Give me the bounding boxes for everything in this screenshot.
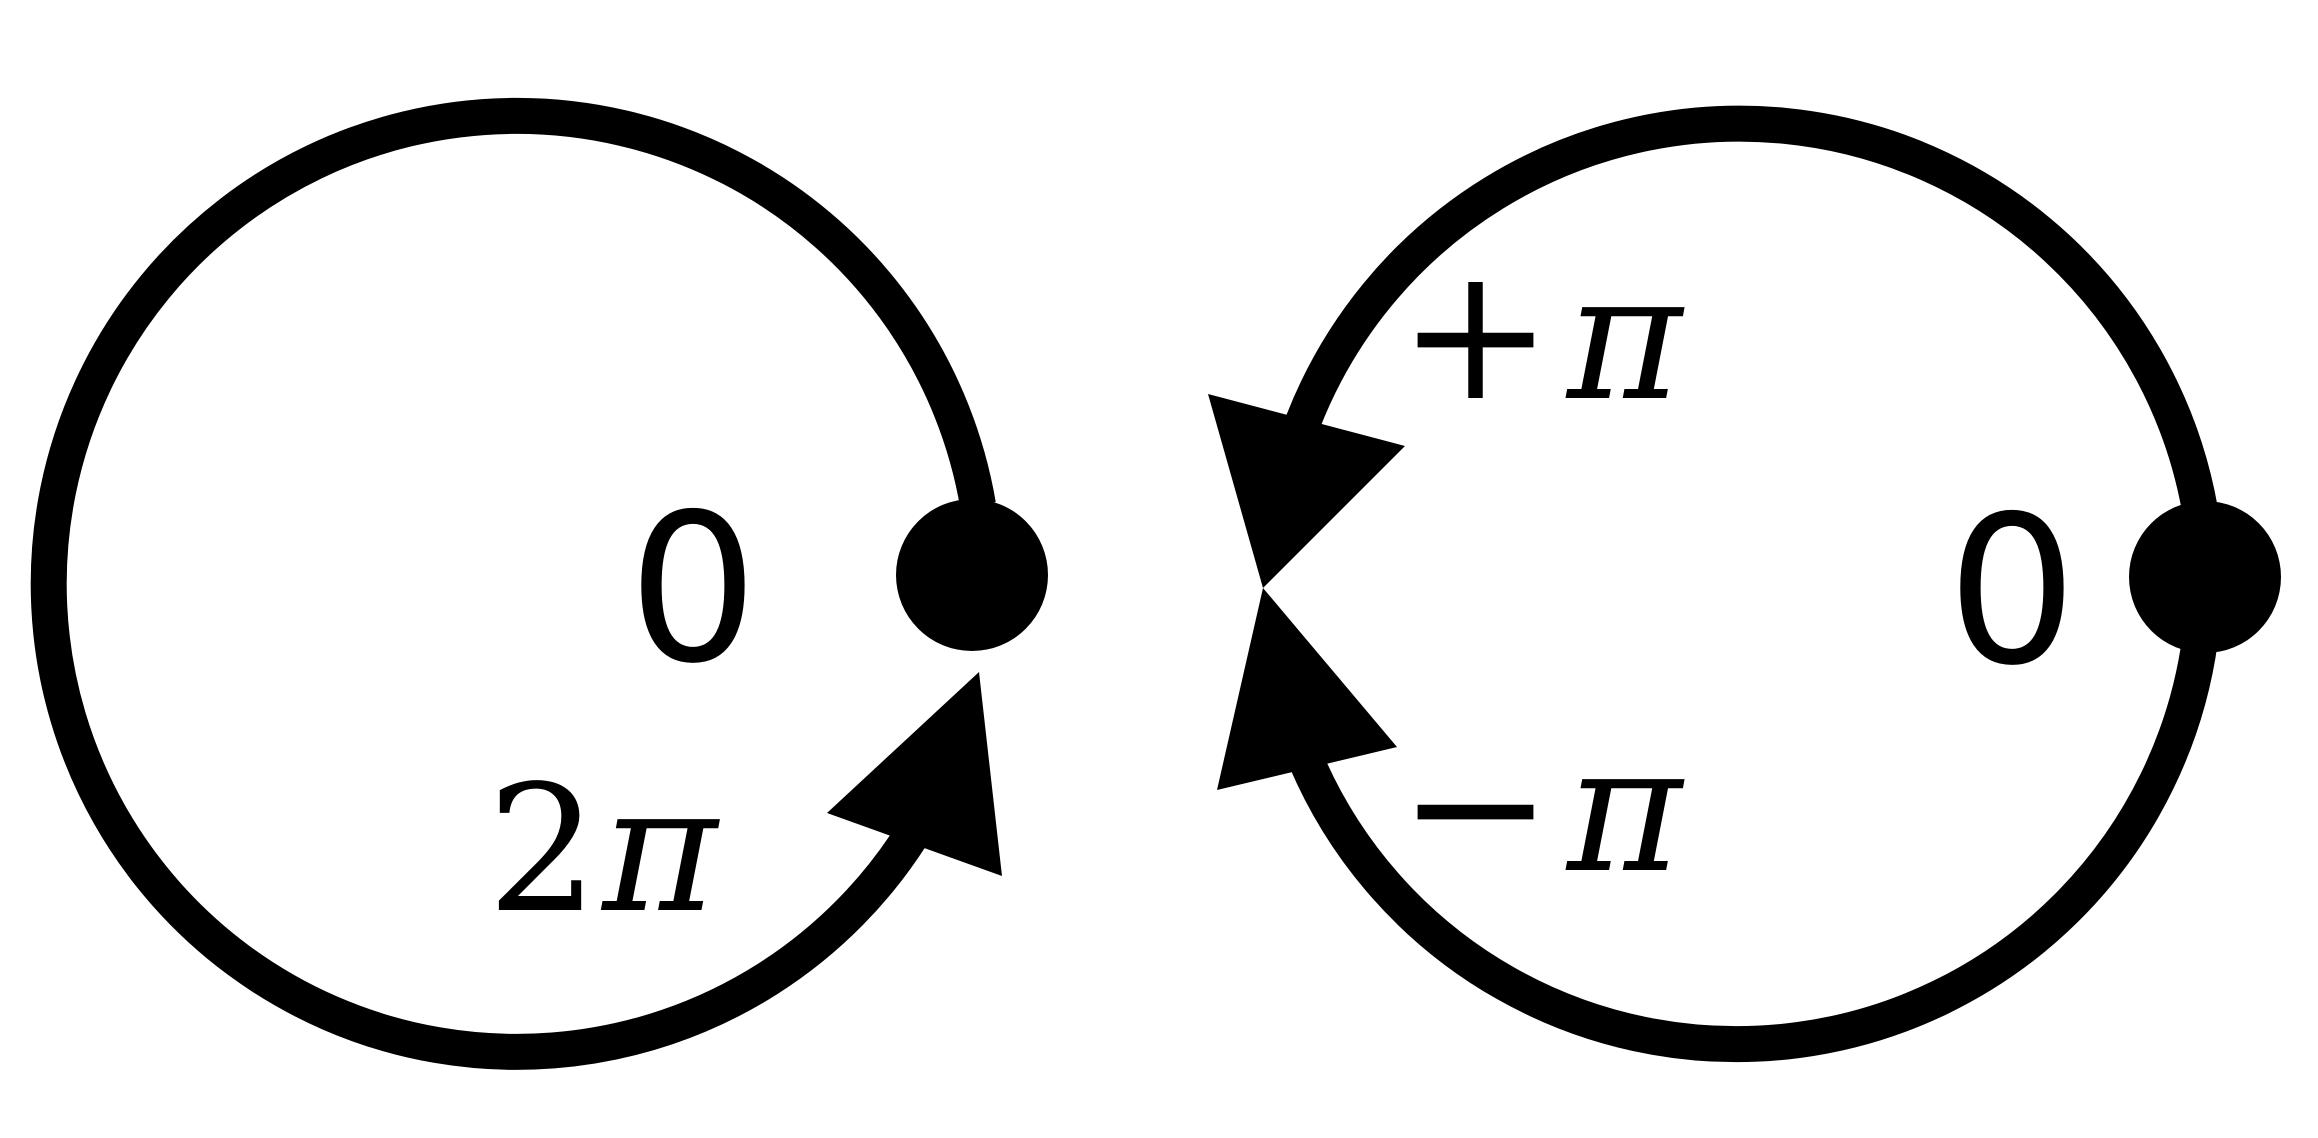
right-upper-sign: + xyxy=(1398,226,1553,442)
right-loop-lower-arc xyxy=(1289,637,2218,1063)
right-loop-upper-arrowhead xyxy=(1208,394,1405,588)
right-center-label: 0 xyxy=(1947,473,2077,711)
right-loop-lower-arrowhead xyxy=(1217,588,1397,790)
right-upper-symbol: π xyxy=(1565,237,1685,440)
right-lower-symbol: π xyxy=(1565,709,1685,912)
left-center-label: 0 xyxy=(628,471,758,709)
right-upper-phase-label: + π xyxy=(1398,226,1685,442)
right-loop-upper-arc xyxy=(1286,105,2218,514)
right-loop: 0 + π − π xyxy=(1208,105,2281,1063)
left-loop-arrowhead xyxy=(827,672,1002,876)
right-lower-sign: − xyxy=(1398,698,1553,914)
left-node-dot xyxy=(896,499,1048,651)
right-lower-phase-label: − π xyxy=(1398,698,1685,914)
left-loop-arc xyxy=(30,97,996,1070)
left-phase-label: 2 π xyxy=(487,749,720,952)
left-loop: 0 2 π xyxy=(30,97,1048,1070)
left-phase-symbol: π xyxy=(600,749,720,952)
right-node-dot xyxy=(2129,501,2281,653)
left-phase-coefficient: 2 xyxy=(487,749,598,952)
